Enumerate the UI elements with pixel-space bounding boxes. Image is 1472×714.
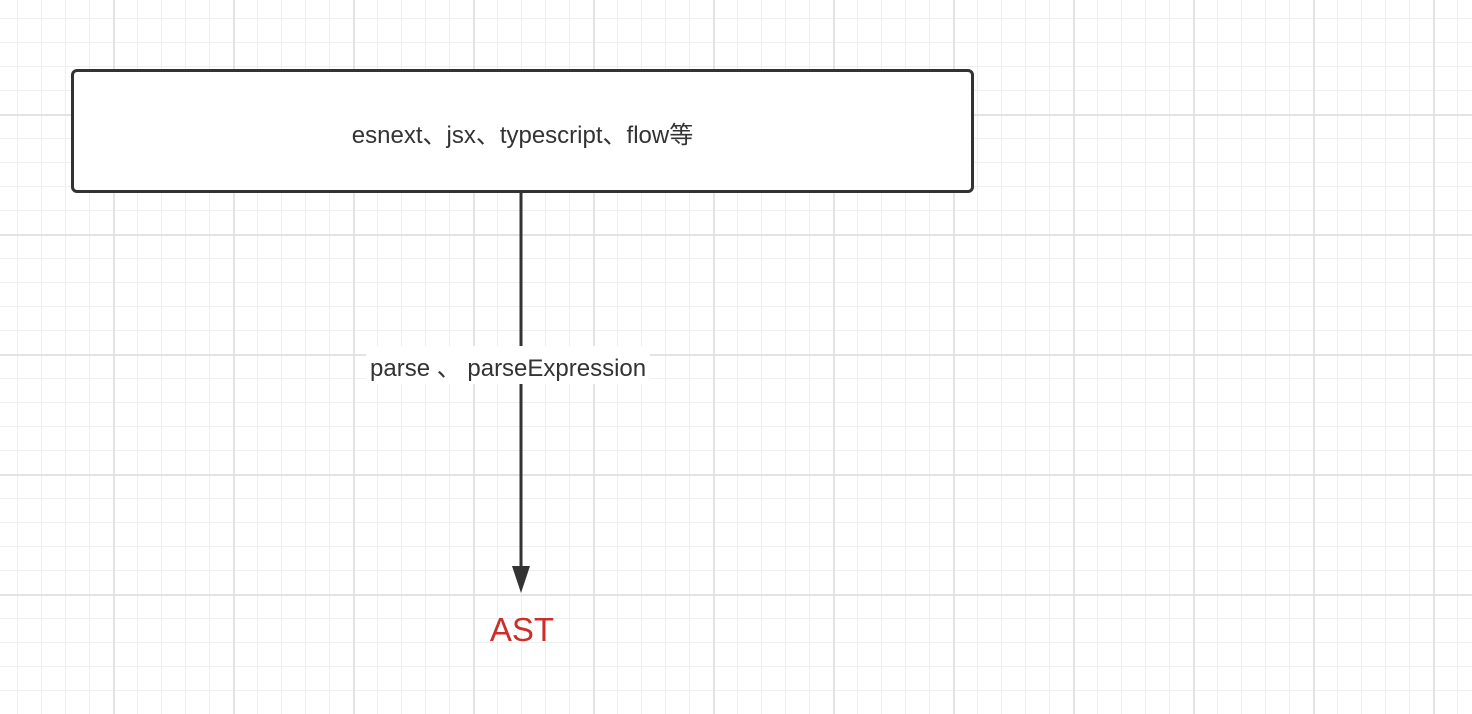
source-node-box[interactable]: esnext、jsx、typescript、flow等 (71, 69, 974, 193)
edge-arrowhead (512, 566, 530, 593)
edge-label: parse 、 parseExpression (366, 346, 651, 384)
source-node-label: esnext、jsx、typescript、flow等 (351, 121, 694, 149)
target-node-label[interactable]: AST (489, 611, 555, 648)
